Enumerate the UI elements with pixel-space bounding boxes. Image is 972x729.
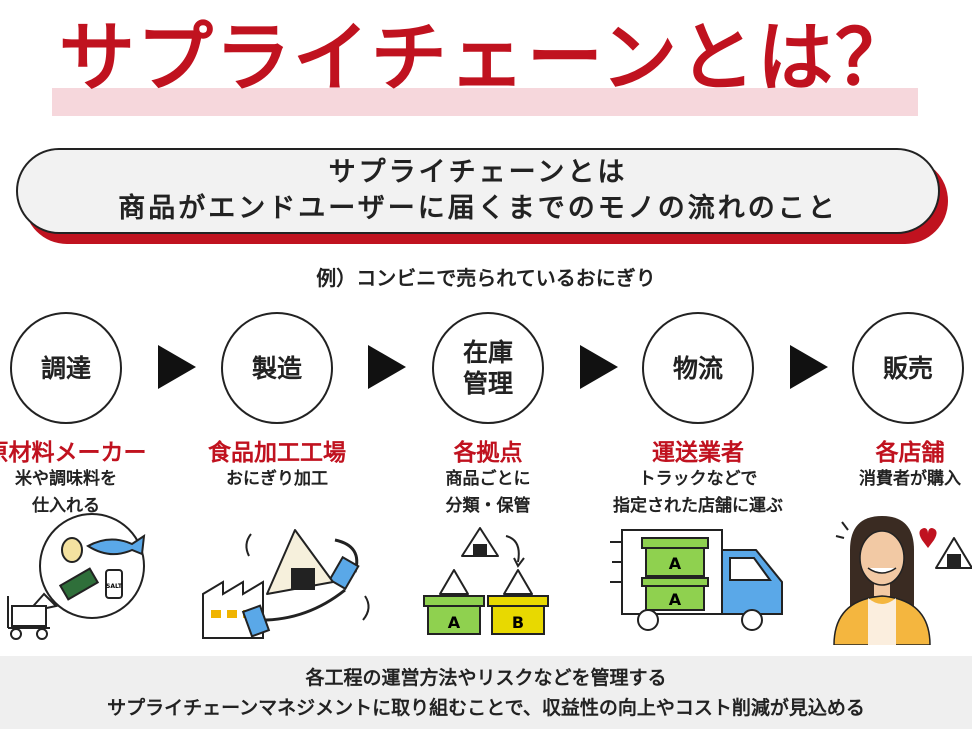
stage-title: 各拠点	[453, 440, 523, 466]
seaweed-icon	[58, 567, 100, 601]
stage-description: おにぎり加工	[226, 469, 328, 489]
stage-title: 原材料メーカー	[0, 440, 147, 466]
stage-circle-label: 管理	[462, 369, 513, 398]
stage-description: 米や調味料を 仕入れる	[15, 469, 117, 516]
box-a-icon: A	[423, 569, 485, 635]
handcart-icon	[7, 596, 50, 640]
stage-circle-procurement: 調達	[10, 312, 122, 424]
stage-circle-manufacturing: 製造	[221, 312, 333, 424]
definition-box: サプライチェーンとは 商品がエンドユーザーに届くまでのモノの流れのこと	[16, 148, 940, 234]
raw-materials-illustration: SALT	[7, 513, 146, 640]
curved-arrow-icon	[505, 535, 520, 563]
stage-circle-label: 製造	[251, 353, 302, 383]
flow-arrow-icon	[368, 345, 406, 389]
box-b-icon: B	[487, 569, 549, 635]
stage-circle-inventory: 在庫 管理	[432, 312, 544, 424]
svg-text:B: B	[512, 613, 524, 632]
speech-bubble-icon	[39, 513, 145, 619]
rice-grain-icon	[61, 537, 83, 563]
stage-description: 消費者が購入	[859, 469, 961, 489]
onigiri-icon	[461, 527, 499, 557]
page-title: サプライチェーンとは？	[58, 13, 914, 102]
page-title-area: サプライチェーンとは？	[0, 8, 972, 116]
truck-icon: A A	[610, 529, 783, 631]
svg-text:A: A	[669, 590, 682, 609]
svg-text:SALT: SALT	[106, 583, 123, 590]
flow-arrow-icon	[580, 345, 618, 389]
factory-illustration	[202, 529, 370, 639]
stage-circle-label: 販売	[882, 353, 933, 383]
definition-line-2: 商品がエンドユーザーに届くまでのモノの流れのこと	[118, 193, 838, 224]
stage-description: トラックなどで 指定された店舗に運ぶ	[613, 469, 783, 516]
svg-text:A: A	[448, 613, 461, 632]
stage-title: 各店舗	[875, 440, 945, 466]
summary-footer: 各工程の運営方法やリスクなどを管理する サプライチェーンマネジメントに取り組むこ…	[0, 656, 972, 729]
svg-text:A: A	[669, 554, 682, 573]
example-caption: 例）コンビニで売られているおにぎり	[316, 266, 656, 290]
stage-circle-label: 物流	[672, 353, 723, 383]
stage-circle-label: 在庫	[462, 338, 513, 367]
storage-illustration: A B	[423, 527, 549, 635]
flow-arrow-icon	[790, 345, 828, 389]
summary-line-2: サプライチェーンマネジメントに取り組むことで、収益性の向上やコスト削減が見込める	[107, 696, 865, 719]
customer-illustration	[833, 516, 972, 645]
salt-shaker-icon	[105, 569, 123, 599]
title-highlight	[52, 88, 918, 116]
hands-making-onigiri-icon	[241, 529, 370, 638]
onigiri-icon	[935, 537, 972, 569]
heart-icon	[919, 528, 937, 548]
fish-icon	[86, 533, 146, 556]
stage-description: 商品ごとに 分類・保管	[445, 469, 531, 516]
flow-arrow-icon	[158, 345, 196, 389]
customer-woman-icon	[833, 516, 931, 645]
truck-illustration: A A	[610, 529, 783, 631]
sparkle-icon	[835, 521, 849, 539]
stage-title: 食品加工工場	[208, 440, 346, 466]
definition-line-1: サプライチェーンとは	[328, 157, 628, 188]
stage-circle-label: 調達	[40, 353, 91, 383]
stage-circle-sales: 販売	[852, 312, 964, 424]
summary-line-1: 各工程の運営方法やリスクなどを管理する	[305, 666, 667, 689]
stage-circle-logistics: 物流	[642, 312, 754, 424]
stage-title: 運送業者	[652, 440, 744, 466]
